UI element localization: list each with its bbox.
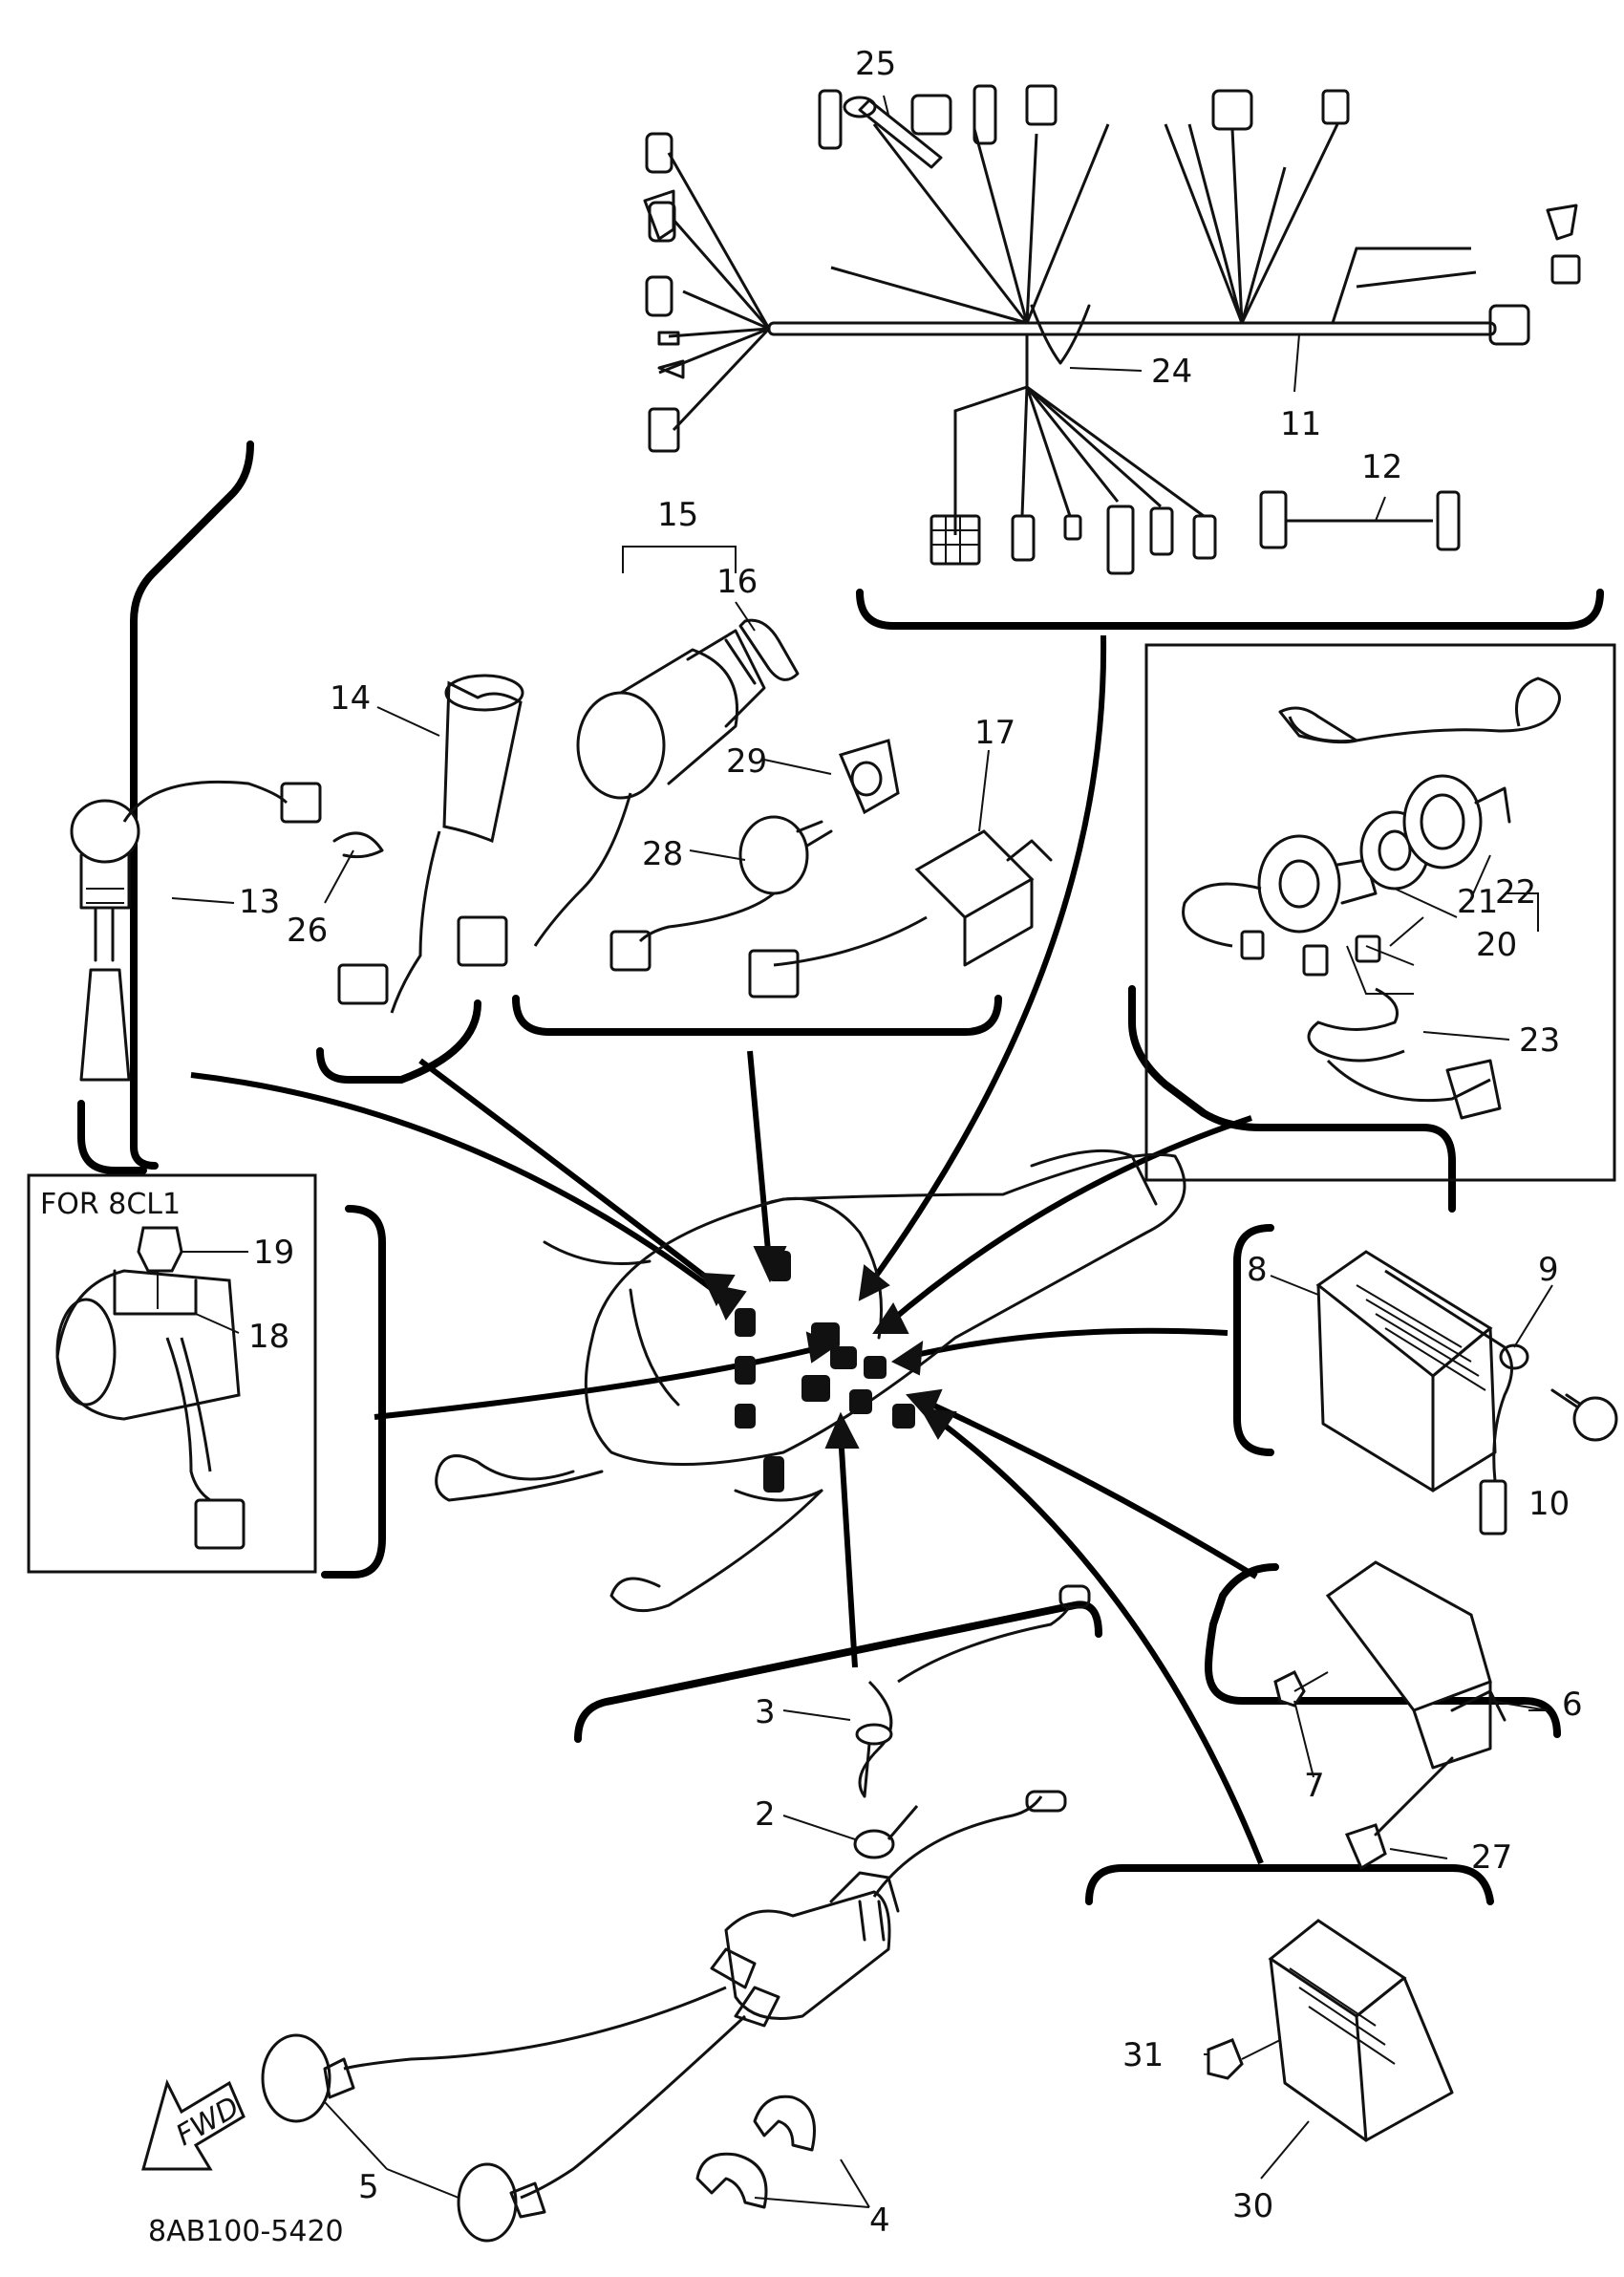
label-12: 12 bbox=[1361, 448, 1402, 486]
label-30: 30 bbox=[1232, 2187, 1273, 2225]
nut-29 bbox=[838, 739, 900, 815]
label-4: 4 bbox=[869, 2202, 890, 2240]
clip-16 bbox=[724, 618, 800, 685]
ignition-switch-20 bbox=[1257, 834, 1378, 934]
label-leaders bbox=[171, 95, 1553, 2208]
terminal-2 bbox=[853, 1805, 919, 1859]
label-26: 26 bbox=[287, 912, 328, 950]
label-16: 16 bbox=[716, 563, 758, 601]
bracket-switches bbox=[512, 995, 1002, 1036]
label-25: 25 bbox=[855, 45, 896, 83]
label-31: 31 bbox=[1122, 2036, 1164, 2074]
bracket-sensor-13 bbox=[130, 440, 254, 1170]
label-14: 14 bbox=[330, 679, 371, 718]
nut-7 bbox=[1273, 1669, 1329, 1708]
regulator-8 bbox=[1315, 1250, 1497, 1493]
footer-code: 8AB100-5420 bbox=[148, 2215, 344, 2248]
label-9: 9 bbox=[1538, 1251, 1559, 1289]
bracket-regulator-30 bbox=[1085, 1864, 1494, 1905]
label-10: 10 bbox=[1528, 1485, 1570, 1523]
sensor-18 bbox=[55, 1269, 246, 1550]
label-24: 24 bbox=[1151, 353, 1192, 391]
bolt-27 bbox=[1344, 1756, 1454, 1871]
part-labels: 2 3 4 5 6 7 8 9 10 11 12 13 14 15 16 17 … bbox=[239, 45, 1583, 2240]
label-2: 2 bbox=[755, 1795, 776, 1834]
inset-8cl1-box bbox=[27, 1173, 317, 1574]
label-5: 5 bbox=[358, 2168, 379, 2206]
key-cord bbox=[1278, 677, 1561, 744]
label-13: 13 bbox=[239, 883, 280, 921]
clip-26 bbox=[332, 831, 384, 859]
sensor-13 bbox=[70, 780, 322, 1082]
callout-arrowheads bbox=[700, 1246, 957, 1449]
plug-caps-5 bbox=[261, 1986, 747, 2243]
bracket-ignition bbox=[1128, 985, 1456, 1213]
main-switch-15 bbox=[457, 629, 766, 967]
ignition-inset-box bbox=[1144, 643, 1616, 1182]
bolt-10 bbox=[1550, 1388, 1618, 1442]
label-17: 17 bbox=[974, 714, 1015, 752]
callout-lines bbox=[190, 634, 1264, 1865]
bracket-coil bbox=[574, 1600, 1102, 1743]
connector-12 bbox=[1259, 490, 1461, 551]
unit-6 bbox=[1325, 1560, 1549, 1770]
ignition-coil bbox=[710, 1871, 900, 2028]
bracket-regulator-8 bbox=[1233, 1224, 1274, 1456]
label-7: 7 bbox=[1304, 1767, 1325, 1805]
label-21: 21 bbox=[1457, 883, 1498, 921]
nut-31 bbox=[1207, 2038, 1281, 2080]
label-11: 11 bbox=[1280, 405, 1321, 443]
label-22: 22 bbox=[1495, 873, 1536, 912]
label-20: 20 bbox=[1476, 926, 1517, 964]
bracket-sensor-13-base bbox=[77, 1100, 147, 1174]
lead-wires-coil bbox=[858, 1584, 1091, 1898]
inset-label: FOR 8CL1 bbox=[40, 1188, 181, 1221]
label-23: 23 bbox=[1519, 1021, 1560, 1060]
tie-strap-25 bbox=[843, 96, 943, 169]
switch-28 bbox=[609, 815, 833, 972]
frame-connectors bbox=[735, 1251, 915, 1493]
label-18: 18 bbox=[248, 1318, 289, 1356]
regulator-30 bbox=[1268, 1919, 1454, 2142]
fwd-arrow-icon: FWD bbox=[141, 2078, 246, 2171]
label-29: 29 bbox=[726, 742, 767, 781]
lock-cover-22 bbox=[1402, 774, 1511, 870]
label-15: 15 bbox=[657, 496, 698, 534]
label-6: 6 bbox=[1562, 1686, 1583, 1724]
terminal-9 bbox=[1384, 1269, 1529, 1536]
label-3: 3 bbox=[755, 1693, 776, 1731]
label-8: 8 bbox=[1247, 1251, 1268, 1289]
bracket-wire-harness bbox=[856, 589, 1604, 630]
wire-harness-11 bbox=[643, 84, 1581, 575]
bracket-inset-8cl1 bbox=[321, 1205, 386, 1579]
bracket-unit-6 bbox=[1205, 1563, 1561, 1738]
screw-3 bbox=[855, 1723, 893, 1798]
bracket-capacitor-14 bbox=[316, 999, 481, 1084]
bracket-15-label bbox=[622, 546, 737, 573]
nut-19 bbox=[137, 1226, 183, 1309]
label-19: 19 bbox=[253, 1234, 294, 1272]
label-27: 27 bbox=[1471, 1838, 1512, 1877]
capacitor-14 bbox=[337, 674, 524, 1014]
lead-wire-23 bbox=[1182, 882, 1502, 1120]
clamps-4 bbox=[695, 2094, 816, 2209]
label-28: 28 bbox=[642, 835, 683, 873]
switch-17 bbox=[748, 829, 1053, 999]
